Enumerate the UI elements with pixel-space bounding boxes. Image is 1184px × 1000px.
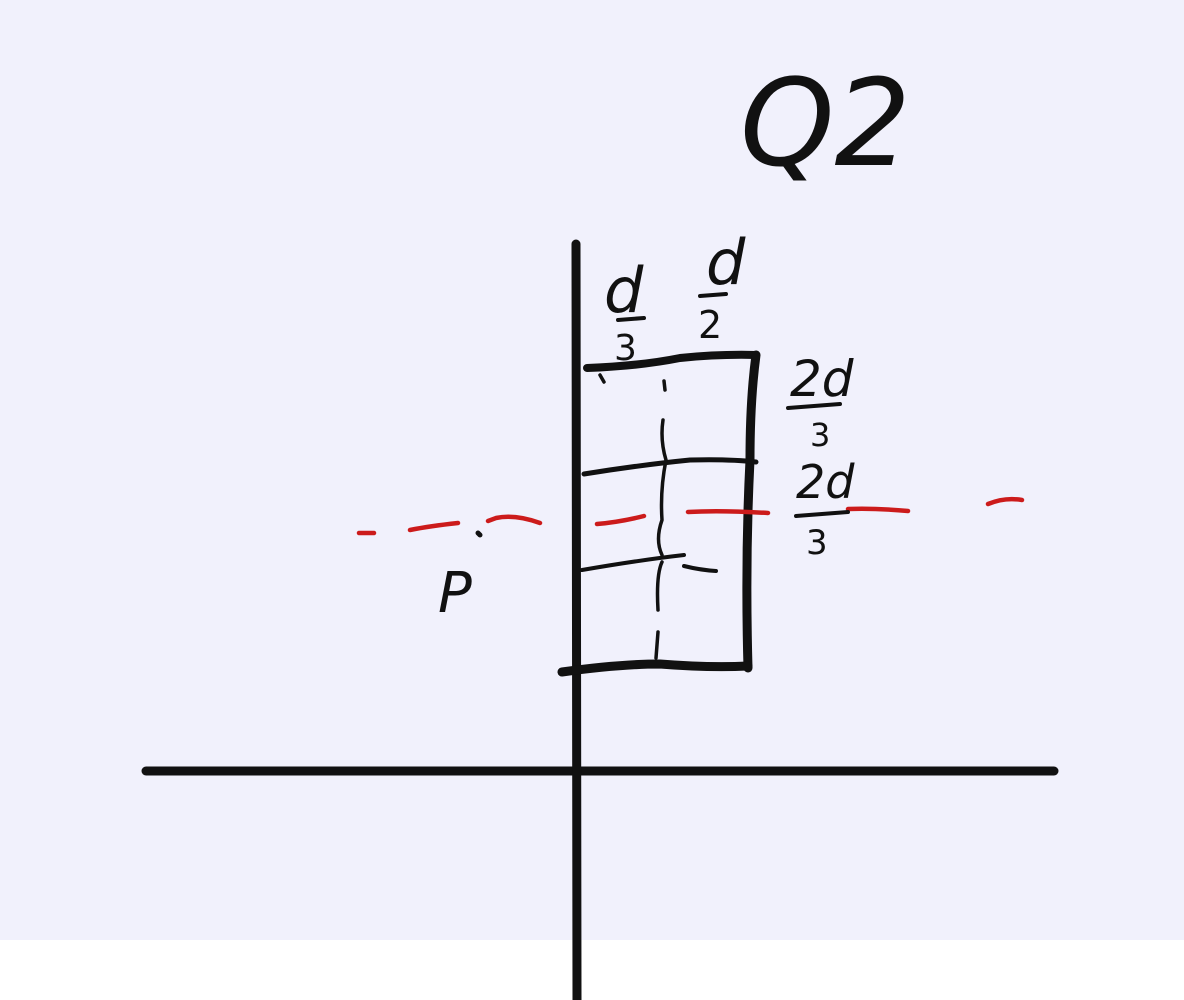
left-top-fraction-bar [616, 316, 646, 322]
rectangle-top-edge [583, 350, 760, 372]
rectangle-bottom-edge [557, 659, 753, 677]
left-top-denominator: 3 [614, 328, 637, 369]
side-lower-fraction: 2d 3 [794, 455, 855, 563]
dashed-midline [598, 373, 668, 660]
left-top-fraction: d 3 [604, 254, 646, 369]
strip-divider-lower [580, 553, 686, 572]
right-top-fraction-bar [698, 292, 728, 298]
vertical-axis [571, 239, 582, 1000]
side-lower-fraction-bar [794, 510, 850, 518]
right-top-denominator: 2 [698, 303, 722, 347]
red-reference-line [356, 496, 1025, 536]
strip-divider-lower-tail [682, 564, 718, 573]
right-top-fraction: d 2 [698, 226, 746, 347]
side-upper-denominator: 3 [810, 416, 830, 454]
side-lower-denominator: 3 [806, 523, 828, 563]
side-upper-numerator: 2d [790, 350, 854, 408]
side-lower-numerator: 2d [796, 455, 855, 509]
point-p-label: P [438, 561, 472, 626]
side-upper-fraction: 2d 3 [786, 350, 854, 454]
point-p-dot [475, 530, 483, 538]
right-top-numerator: d [706, 226, 746, 299]
side-upper-fraction-bar [786, 402, 842, 410]
strip-divider-upper [581, 457, 759, 477]
left-top-numerator: d [604, 254, 644, 327]
rectangle-right-edge [742, 350, 761, 673]
title-label: Q2 [740, 55, 911, 194]
drawing-background [0, 0, 1184, 940]
